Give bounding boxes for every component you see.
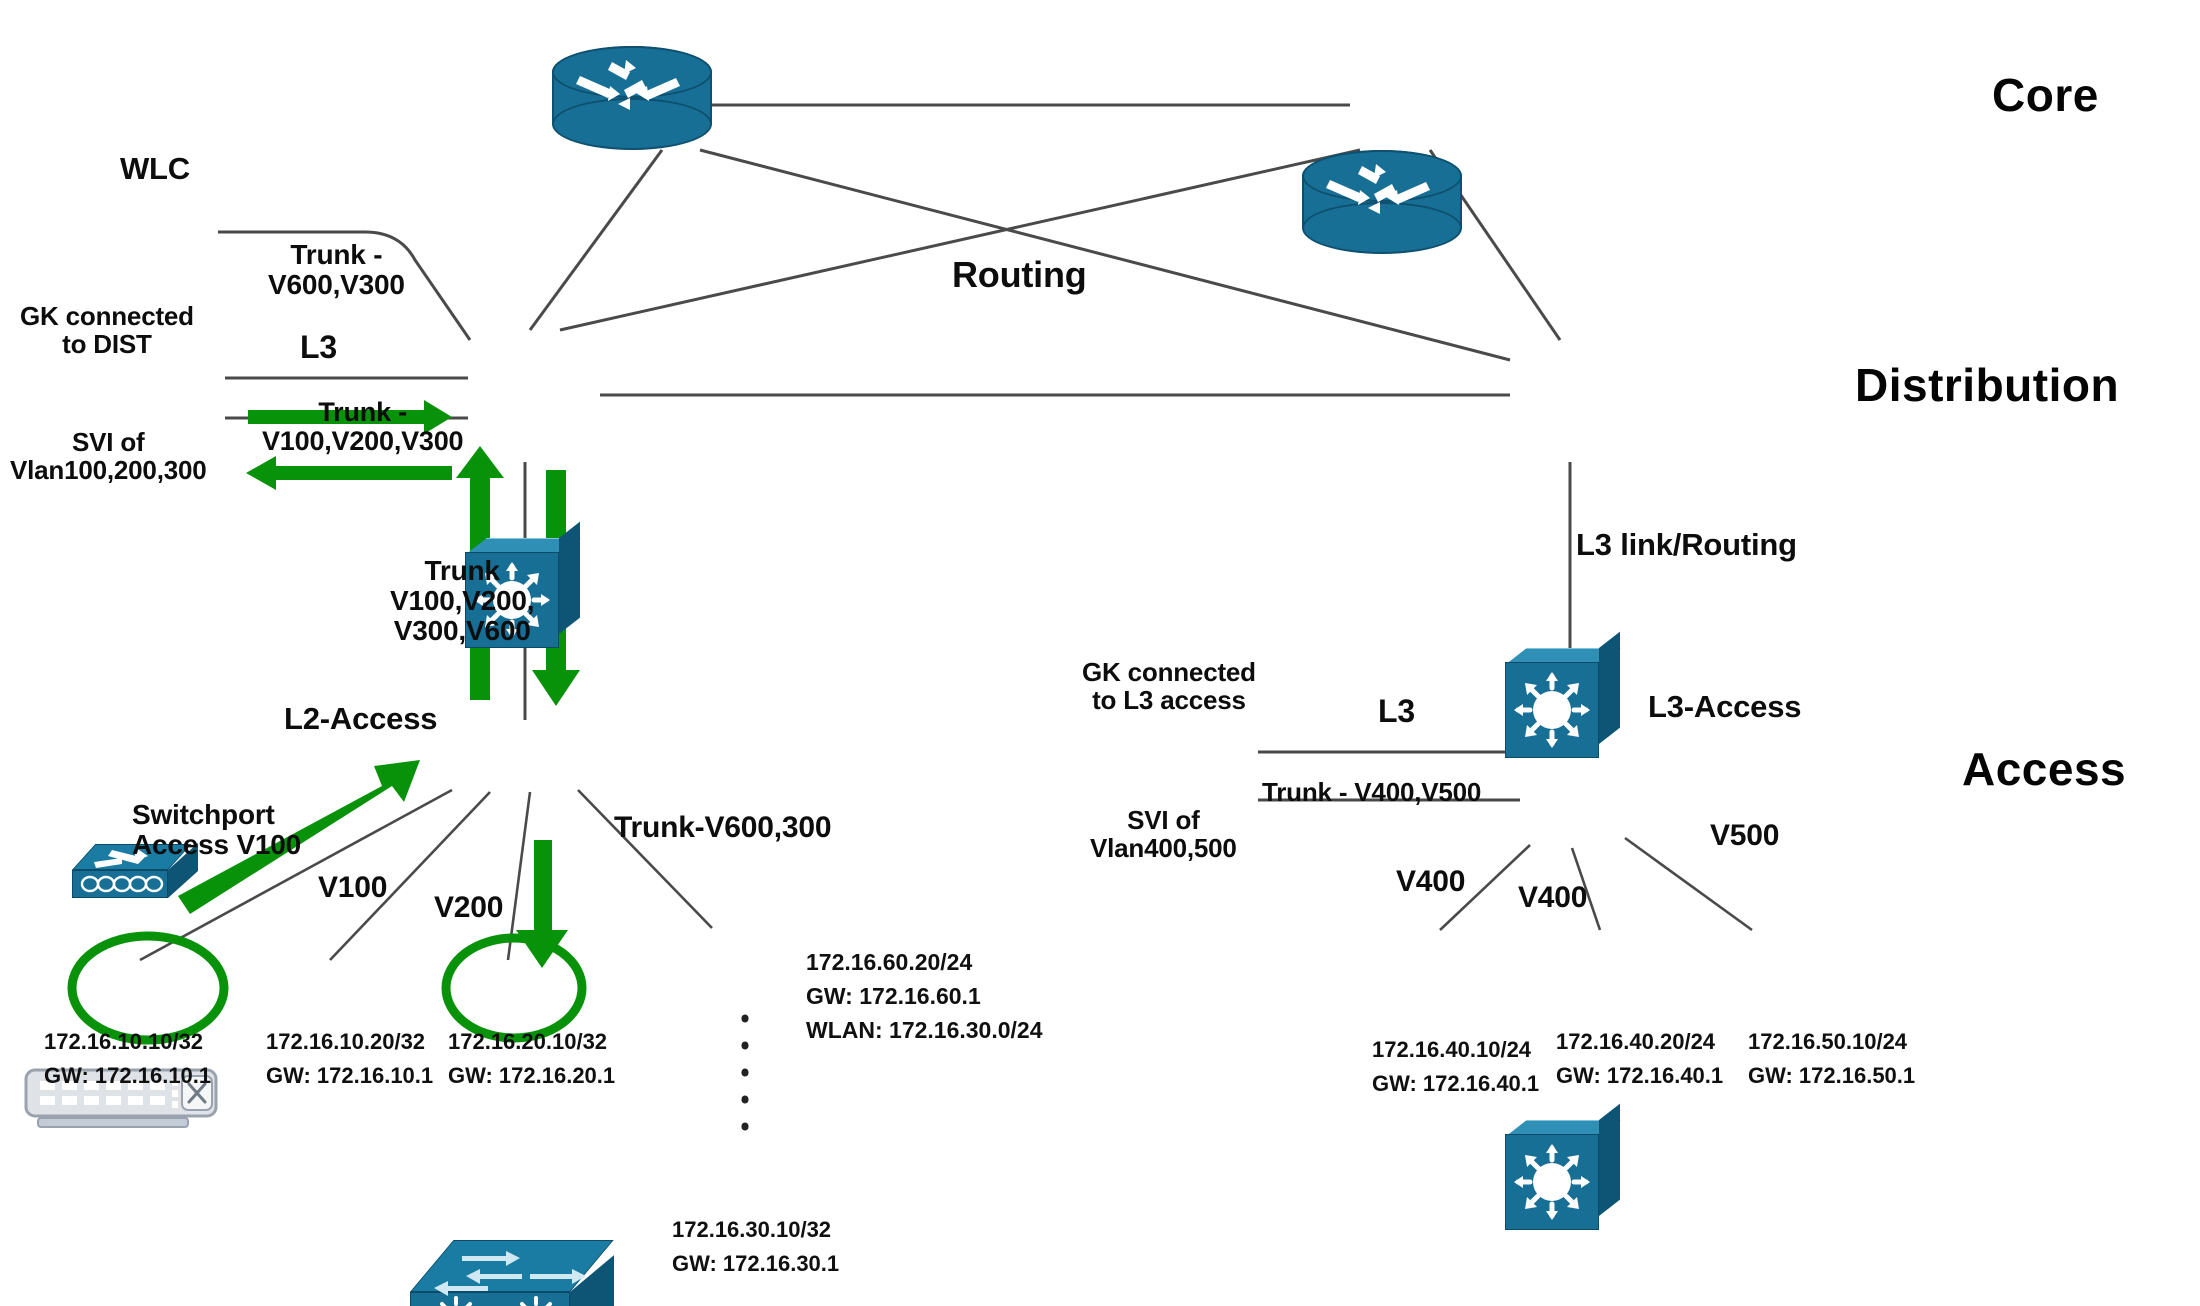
tier-label-core: Core (1992, 69, 2099, 121)
l2-access-label: L2-Access (284, 701, 438, 736)
ip-text: 172.16.60.20/24 (806, 949, 973, 975)
wlc-trunk-label: Trunk - V600,V300 (268, 239, 405, 301)
link-l2access-ap (577, 789, 713, 929)
flow-arrow-gk-to-dist (248, 400, 452, 434)
link-l2access-pc1 (139, 788, 453, 962)
distribution-switch-right[interactable] (1505, 631, 1621, 758)
pc-172-16-10-10-gw: GW: 172.16.10.1 (44, 1062, 211, 1090)
pc-172-16-10-20-ip: 172.16.10.20/32 (266, 1028, 425, 1056)
vlan-200-label: V200 (434, 891, 504, 924)
gw-text: GW: 172.16.40.1 (1372, 1071, 1540, 1096)
gk-switch-dist[interactable] (22, 1066, 218, 1128)
router-arrows-icon (1326, 164, 1430, 214)
ip-text: 172.16.10.20/32 (266, 1029, 426, 1054)
link-l3access-pc1 (1439, 844, 1531, 931)
l3-access-switch[interactable] (1505, 1103, 1621, 1230)
flow-arrow-dist-to-gk (246, 456, 452, 490)
distribution-switch-left[interactable] (465, 521, 581, 648)
l3-link-routing-label: L3 link/Routing (1576, 527, 1797, 562)
gk-dist-l3-label: L3 (300, 329, 337, 365)
gk-dist-label: GK connected to DIST (20, 301, 194, 360)
ip-text: 172.16.50.10/24 (1748, 1029, 1908, 1054)
gw-text: GW: 172.16.40.1 (1556, 1063, 1724, 1088)
vlan-400-a-label: V400 (1396, 865, 1466, 898)
access-point-line-3: WLAN: 172.16.30.0/24 (806, 1016, 1043, 1045)
l3-switch-star-icon (1514, 1144, 1590, 1220)
ip-text: 172.16.40.10/24 (1372, 1037, 1532, 1062)
router-arrows-icon (576, 60, 680, 110)
gk-l3access-label: GK connected to L3 access (1082, 657, 1256, 716)
gk-l3access-svi-label: SVI of Vlan400,500 (1090, 805, 1237, 864)
gk-switch-icon (24, 1068, 218, 1128)
core-router-right[interactable] (1302, 150, 1462, 254)
router-bottom (1302, 202, 1462, 254)
access-point-line-2: GW: 172.16.60.1 (806, 982, 981, 1011)
pc-172-16-10-10-ip: 172.16.10.10/32 (44, 1028, 203, 1056)
l2-access-switch[interactable] (410, 1240, 624, 1306)
wireless-lan-controller[interactable] (72, 842, 202, 910)
dist-l2-trunk-label: Trunk V100,V200, V300,V600 (390, 555, 535, 647)
trunk-v600-300-label: Trunk-V600,300 (614, 811, 832, 844)
pc-172-16-10-20-gw: GW: 172.16.10.1 (266, 1062, 433, 1090)
gw-text: GW: 172.16.10.1 (266, 1063, 434, 1088)
printer-172-16-20-10-ip: 172.16.20.10/32 (448, 1028, 607, 1056)
ip-text: 172.16.20.10/32 (448, 1029, 608, 1054)
link-coreL-distL (528, 149, 664, 331)
pc-172-16-40-10-gw: GW: 172.16.40.1 (1372, 1070, 1539, 1098)
l3-switch-star-icon (1514, 672, 1590, 748)
ip-text: 172.16.10.10/32 (44, 1029, 204, 1054)
link-l3access-pc2 (1570, 847, 1602, 931)
gk-dist-svi-label: SVI of Vlan100,200,300 (10, 427, 207, 486)
wlc-label: WLC (120, 151, 190, 186)
link-wlc-distL (218, 230, 472, 341)
switchport-access-label: Switchport Access V100 (132, 799, 302, 861)
wlc-front-face (72, 870, 168, 898)
link-l2access-printer (506, 791, 532, 961)
gw-text: GW: 172.16.30.1 (672, 1251, 840, 1276)
switch-side-face (559, 521, 580, 634)
ip-text: 172.16.30.10/32 (672, 1217, 832, 1242)
link-l3access-printer (1624, 836, 1753, 932)
pc-172-16-40-20-gw: GW: 172.16.40.1 (1556, 1062, 1723, 1090)
routing-label: Routing (952, 254, 1087, 295)
gk-dist-trunk-label: Trunk - V100,V200,V300 (262, 397, 464, 457)
printer-172-16-50-10-gw: GW: 172.16.50.1 (1748, 1062, 1915, 1090)
vlan-400-b-label: V400 (1518, 881, 1588, 914)
pc-172-16-40-10-ip: 172.16.40.10/24 (1372, 1036, 1531, 1064)
ip-text: 172.16.40.20/24 (1556, 1029, 1716, 1054)
gw-text: GW: 172.16.50.1 (1748, 1063, 1916, 1088)
core-router-left[interactable] (552, 46, 712, 150)
l3-switch-star-icon (474, 562, 550, 638)
link-coreR-distL (559, 148, 1361, 332)
switch-side-face (1599, 1103, 1620, 1216)
highlight-ellipse-pc1 (67, 931, 229, 1045)
l3-access-label: L3-Access (1648, 689, 1802, 724)
wireless-laptop-gw: GW: 172.16.30.1 (672, 1250, 839, 1278)
switch-side-face (1599, 631, 1620, 744)
l2-switch-arrows-icon (434, 1251, 586, 1306)
wlc-ports-icon (80, 848, 164, 893)
access-point-line-1: 172.16.60.20/24 (806, 948, 972, 977)
link-l2access-pc2 (329, 791, 491, 961)
router-bottom (552, 98, 712, 150)
tier-label-distribution: Distribution (1855, 359, 2120, 411)
vlan-100-label: V100 (318, 871, 388, 904)
flow-arrow-pc-to-l2 (178, 760, 420, 914)
gw-text: GW: 172.16.20.1 (448, 1063, 616, 1088)
gk-l3-l3-label: L3 (1378, 693, 1415, 729)
switch-front-face (410, 1292, 570, 1306)
printer-172-16-20-10-gw: GW: 172.16.20.1 (448, 1062, 615, 1090)
printer-172-16-50-10-ip: 172.16.50.10/24 (1748, 1028, 1907, 1056)
highlight-ellipse-printer (441, 933, 587, 1043)
pc-172-16-40-20-ip: 172.16.40.20/24 (1556, 1028, 1715, 1056)
link-coreL-distR (699, 148, 1511, 362)
wlan-text: WLAN: 172.16.30.0/24 (806, 1017, 1043, 1043)
wireless-laptop-ip: 172.16.30.10/32 (672, 1216, 831, 1244)
vlan-500-label: V500 (1710, 819, 1780, 852)
gw-text: GW: 172.16.10.1 (44, 1063, 212, 1088)
tier-label-access: Access (1962, 743, 2127, 795)
gk-l3-trunk-label: Trunk - V400,V500 (1262, 777, 1482, 807)
gw-text: GW: 172.16.60.1 (806, 983, 981, 1009)
